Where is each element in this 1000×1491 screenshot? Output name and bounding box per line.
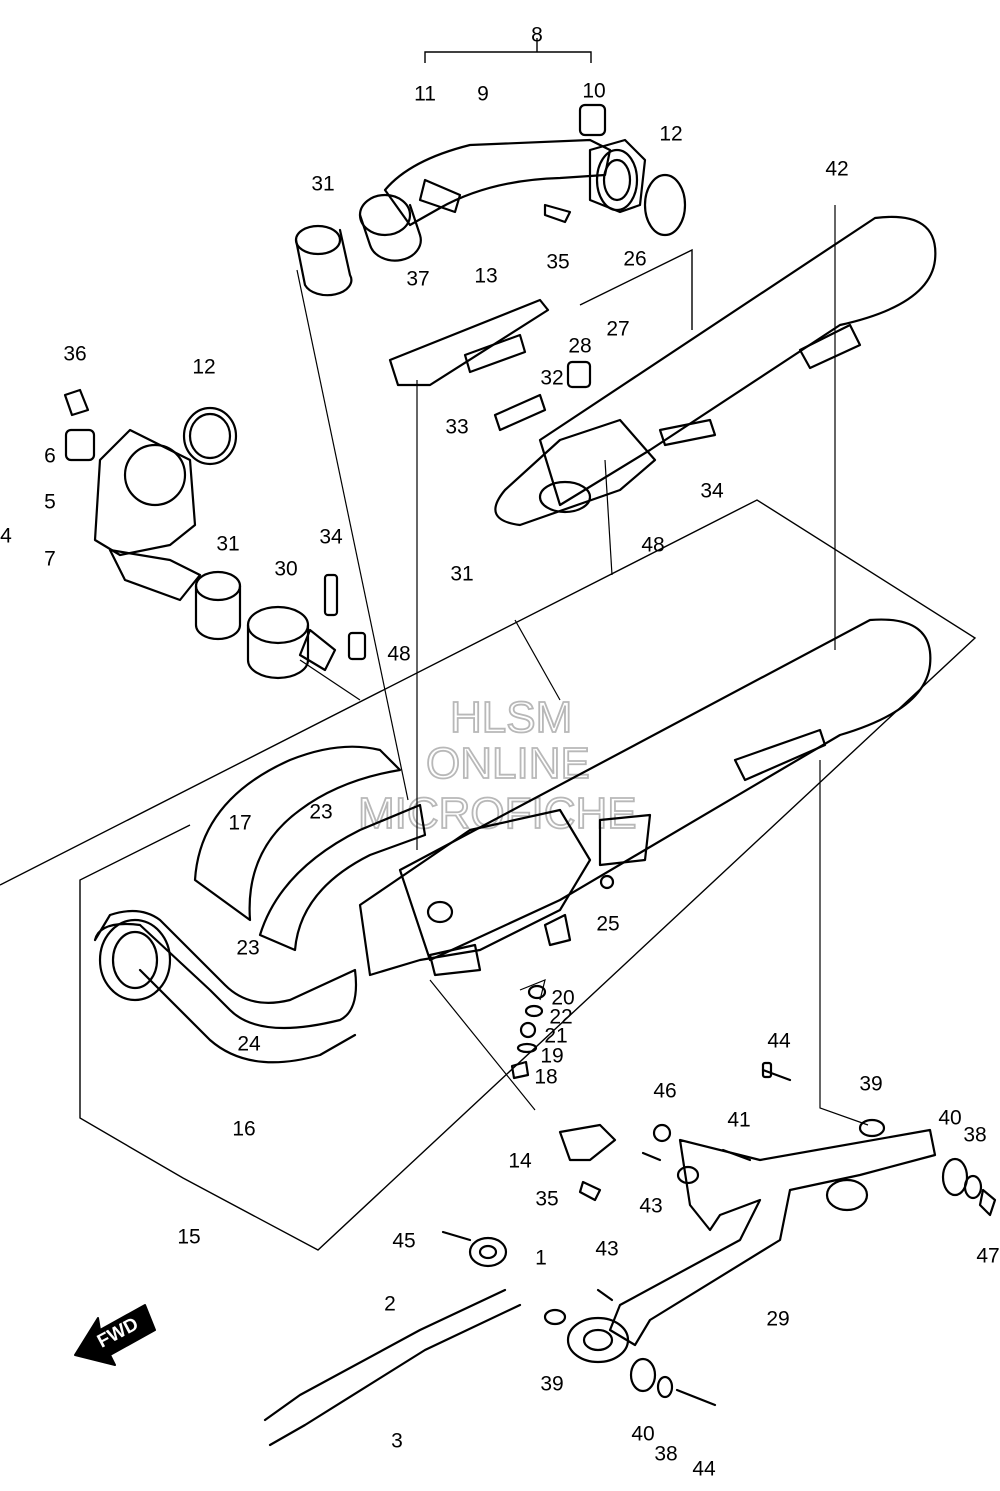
assembly-boundaries — [0, 38, 977, 1251]
callout-part-21: 21 — [544, 1025, 567, 1048]
callout-part-20: 20 — [551, 987, 574, 1010]
callout-part-48: 48 — [387, 643, 410, 666]
callout-part-38: 38 — [654, 1443, 677, 1466]
callout-part-36: 36 — [63, 343, 86, 366]
exhaust-pipe-rear — [383, 103, 687, 237]
sleeve-31 — [294, 193, 422, 297]
callout-part-33: 33 — [445, 416, 468, 439]
callout-part-34: 34 — [700, 480, 724, 503]
callout-part-6: 6 — [44, 445, 56, 468]
callout-part-38: 38 — [963, 1124, 986, 1147]
callout-part-14: 14 — [508, 1150, 532, 1173]
callout-part-43: 43 — [595, 1238, 618, 1261]
callout-part-30: 30 — [274, 558, 297, 581]
watermark: HLSM ONLINE MICROFICHE — [357, 692, 637, 839]
callout-part-42: 42 — [825, 158, 848, 181]
callout-part-41: 41 — [727, 1109, 750, 1132]
hardware-18-25 — [510, 874, 615, 1080]
callout-part-24: 24 — [237, 1033, 261, 1056]
callout-part-9: 9 — [477, 83, 489, 106]
callout-part-35: 35 — [535, 1188, 558, 1211]
control-cables — [263, 1288, 522, 1447]
callout-part-32: 32 — [540, 367, 563, 390]
callout-part-22: 22 — [549, 1006, 572, 1029]
callout-part-46: 46 — [653, 1080, 676, 1103]
watermark-line-2: ONLINE — [426, 739, 590, 788]
callout-part-12: 12 — [659, 123, 682, 146]
assembly-26-bracket — [579, 248, 693, 330]
callout-part-11: 11 — [414, 83, 436, 106]
callout-part-44: 44 — [692, 1458, 716, 1481]
bracket-14 — [558, 1123, 617, 1202]
callout-part-48: 48 — [641, 534, 664, 557]
watermark-line-1: HLSM — [450, 693, 572, 742]
fwd-arrow-icon: FWD — [74, 1304, 156, 1366]
callout-part-40: 40 — [938, 1107, 961, 1130]
callout-part-1: 1 — [535, 1247, 547, 1270]
hardware-38-47 — [543, 1061, 997, 1407]
callout-part-7: 7 — [44, 548, 56, 571]
callout-part-47: 47 — [976, 1245, 999, 1268]
callout-part-19: 19 — [540, 1045, 563, 1068]
clamp-30 — [194, 570, 367, 680]
callout-part-31: 31 — [216, 533, 239, 556]
callout-part-29: 29 — [766, 1308, 789, 1331]
callout-part-37: 37 — [406, 268, 429, 291]
callout-part-4: 4 — [0, 525, 12, 548]
callout-part-26: 26 — [623, 248, 646, 271]
callout-part-13: 13 — [474, 265, 497, 288]
watermark-line-3: MICROFICHE — [358, 789, 637, 838]
callout-part-15: 15 — [177, 1226, 200, 1249]
callout-part-2: 2 — [384, 1293, 396, 1316]
callout-part-43: 43 — [639, 1195, 662, 1218]
callout-part-34: 34 — [319, 526, 343, 549]
callout-part-8: 8 — [531, 24, 543, 47]
callout-part-23: 23 — [236, 937, 259, 960]
callout-part-12: 12 — [192, 356, 215, 379]
leader-lines — [296, 205, 869, 1126]
exhaust-pipe-front — [93, 745, 427, 1064]
callout-part-25: 25 — [596, 913, 619, 936]
callout-part-17: 17 — [228, 812, 251, 835]
callout-part-28: 28 — [568, 335, 591, 358]
heat-guard-upper — [388, 298, 550, 432]
footrest-bracket — [566, 1128, 937, 1364]
callout-part-16: 16 — [232, 1118, 255, 1141]
callout-part-3: 3 — [391, 1430, 403, 1453]
callout-part-5: 5 — [44, 491, 56, 514]
callout-part-27: 27 — [606, 318, 629, 341]
muffler-front — [358, 618, 932, 977]
callout-part-40: 40 — [631, 1423, 654, 1446]
callout-part-18: 18 — [534, 1066, 557, 1089]
callout-part-44: 44 — [767, 1030, 791, 1053]
callout-part-10: 10 — [582, 80, 605, 103]
callout-part-31: 31 — [450, 563, 473, 586]
callout-part-23: 23 — [309, 801, 332, 824]
muffler-rear — [494, 215, 937, 527]
callout-part-45: 45 — [392, 1230, 415, 1253]
front-pipe-flange — [63, 388, 238, 602]
assembly-15-box — [0, 499, 977, 1251]
callout-part-39: 39 — [859, 1073, 882, 1096]
callout-part-39: 39 — [540, 1373, 563, 1396]
callout-part-31: 31 — [311, 173, 334, 196]
callout-part-35: 35 — [546, 251, 569, 274]
assembly-8-bracket — [424, 38, 592, 63]
cable-adjuster — [441, 1230, 508, 1268]
